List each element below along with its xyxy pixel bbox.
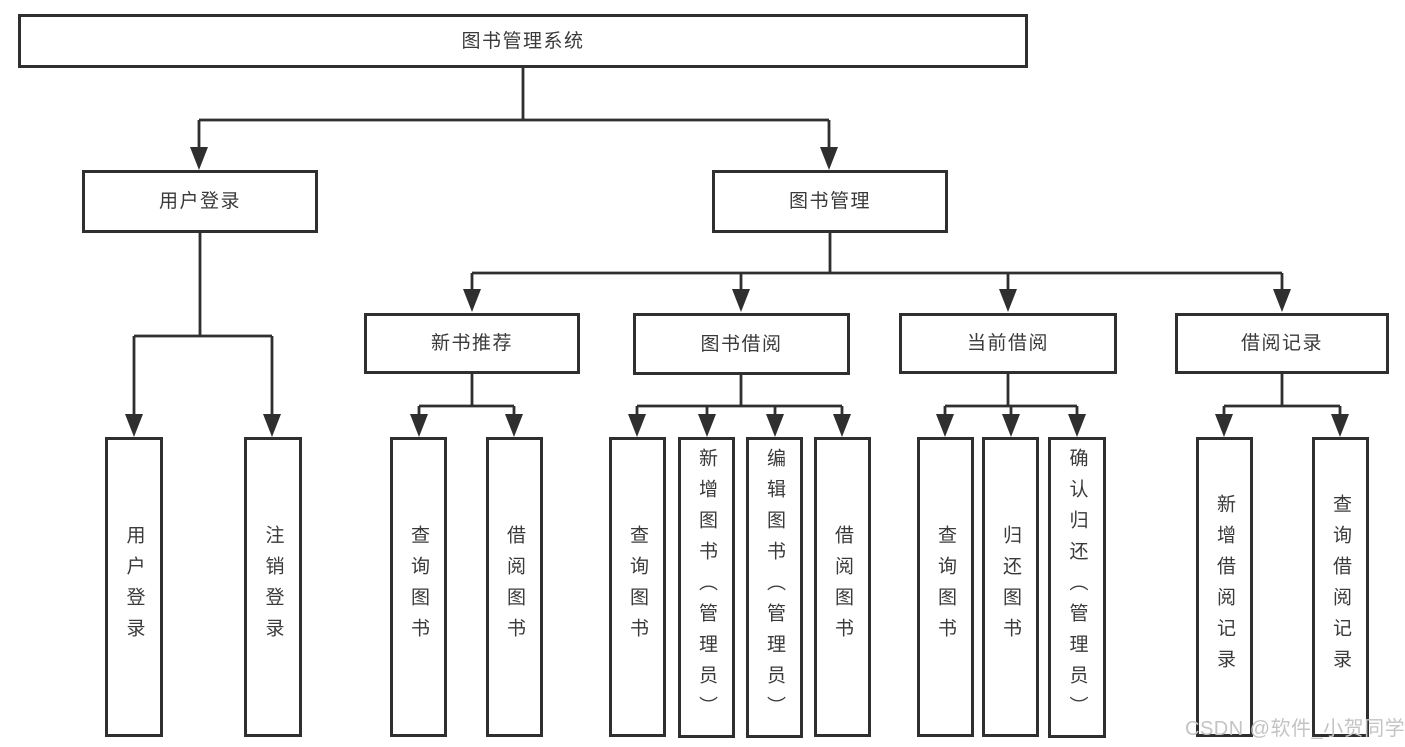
node-rr-query-borrow-record: 查询借阅记录 bbox=[1312, 437, 1369, 737]
arrowhead-icon bbox=[1273, 289, 1291, 312]
connector-book-management-fork bbox=[463, 233, 1291, 312]
connector-user-login-fork bbox=[125, 233, 281, 437]
arrowhead-icon bbox=[820, 147, 838, 170]
connector-root-fork bbox=[190, 68, 838, 170]
node-cb-confirm-return-admin: 确认归还（管理员） bbox=[1048, 437, 1106, 738]
arrowhead-icon bbox=[936, 414, 954, 437]
node-new-book-recommend: 新书推荐 bbox=[364, 313, 580, 374]
arrowhead-icon bbox=[190, 147, 208, 170]
arrowhead-icon bbox=[732, 289, 750, 312]
connector-new-book-recommend-fork bbox=[410, 374, 523, 437]
node-bb-add-books-admin: 新增图书（管理员） bbox=[678, 437, 735, 738]
arrowhead-icon bbox=[463, 289, 481, 312]
node-current-borrow: 当前借阅 bbox=[899, 313, 1117, 374]
arrowhead-icon bbox=[505, 414, 523, 437]
node-cb-return-books: 归还图书 bbox=[982, 437, 1039, 737]
node-nbr-query-books: 查询图书 bbox=[390, 437, 447, 737]
arrowhead-icon bbox=[999, 289, 1017, 312]
node-book-management: 图书管理 bbox=[712, 170, 948, 233]
node-book-borrow: 图书借阅 bbox=[633, 313, 850, 375]
arrowhead-icon bbox=[263, 414, 281, 437]
connector-borrow-records-fork bbox=[1215, 374, 1349, 437]
arrowhead-icon bbox=[410, 414, 428, 437]
node-bb-borrow-books: 借阅图书 bbox=[814, 437, 871, 737]
arrowhead-icon bbox=[628, 414, 646, 437]
node-bb-edit-books-admin: 编辑图书（管理员） bbox=[746, 437, 803, 738]
node-cb-query-books: 查询图书 bbox=[917, 437, 974, 737]
arrowhead-icon bbox=[698, 414, 716, 437]
node-logout-leaf: 注销登录 bbox=[244, 437, 302, 737]
arrowhead-icon bbox=[1068, 414, 1086, 437]
connector-current-borrow-fork bbox=[936, 374, 1086, 437]
watermark: CSDN @软件_小贺同学 bbox=[1185, 718, 1405, 740]
node-rr-add-borrow-record: 新增借阅记录 bbox=[1196, 437, 1253, 737]
arrowhead-icon bbox=[833, 414, 851, 437]
arrowhead-icon bbox=[1215, 414, 1233, 437]
node-user-login: 用户登录 bbox=[82, 170, 318, 233]
node-root: 图书管理系统 bbox=[18, 14, 1028, 68]
node-user-login-leaf: 用户登录 bbox=[105, 437, 163, 737]
arrowhead-icon bbox=[125, 414, 143, 437]
node-bb-query-books: 查询图书 bbox=[609, 437, 666, 737]
connector-book-borrow-fork bbox=[628, 375, 851, 437]
node-nbr-borrow-books: 借阅图书 bbox=[486, 437, 543, 737]
arrowhead-icon bbox=[766, 414, 784, 437]
node-borrow-records: 借阅记录 bbox=[1175, 313, 1389, 374]
arrowhead-icon bbox=[1002, 414, 1020, 437]
arrowhead-icon bbox=[1331, 414, 1349, 437]
